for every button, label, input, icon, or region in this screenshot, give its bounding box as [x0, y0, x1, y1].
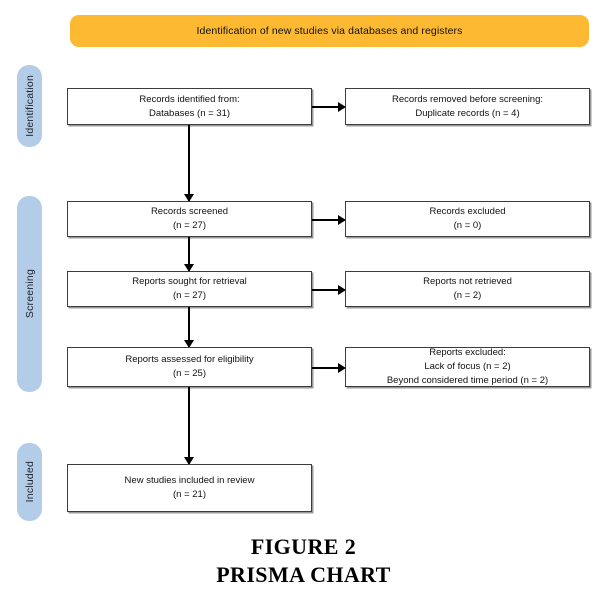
box-reports-assessed: Reports assessed for eligibility (n = 25… — [67, 347, 312, 387]
arrow-identified-to-screened — [188, 125, 190, 201]
arrow-screened-to-excluded — [312, 219, 338, 221]
figure-caption-line2: PRISMA CHART — [216, 561, 391, 587]
arrow-screened-to-sought — [188, 237, 190, 271]
box-reports-not-retrieved-line1: Reports not retrieved — [423, 276, 512, 288]
box-reports-assessed-line2: (n = 25) — [172, 368, 206, 379]
box-reports-not-retrieved: Reports not retrieved (n = 2) — [345, 271, 590, 307]
box-records-identified: Records identified from: Databases (n = … — [67, 88, 312, 125]
box-reports-excluded-line1: Reports excluded: — [429, 347, 506, 359]
stage-label-included: Included — [17, 443, 42, 521]
box-records-removed: Records removed before screening: Duplic… — [345, 88, 590, 125]
figure-caption-line1: FIGURE 2 — [250, 534, 357, 559]
box-records-excluded-line2: (n = 0) — [453, 220, 482, 231]
box-records-excluded-line1: Records excluded — [429, 206, 506, 218]
arrow-sought-to-not-retrieved — [312, 289, 338, 291]
box-records-screened-line2: (n = 27) — [172, 220, 206, 231]
box-reports-excluded-line2: Lack of focus (n = 2) — [424, 361, 511, 373]
box-reports-excluded-line3: Beyond considered time period (n = 2) — [386, 374, 549, 386]
box-new-studies-included-line2: (n = 21) — [172, 489, 206, 500]
box-records-removed-line1: Records removed before screening: — [391, 93, 544, 105]
box-records-screened-line1: Records screened — [150, 206, 229, 218]
box-records-identified-line1: Records identified from: — [139, 93, 240, 105]
arrow-identified-to-removed — [312, 106, 338, 108]
box-reports-assessed-line1: Reports assessed for eligibility — [125, 354, 254, 366]
box-records-identified-line2: Databases (n = 31) — [148, 107, 231, 119]
box-new-studies-included: New studies included in review (n = 21) — [67, 464, 312, 512]
identification-banner-label: Identification of new studies via databa… — [196, 25, 463, 37]
box-reports-excluded: Reports excluded: Lack of focus (n = 2) … — [345, 347, 590, 387]
box-records-screened: Records screened (n = 27) — [67, 201, 312, 237]
stage-label-included-text: Included — [23, 461, 36, 503]
box-records-removed-line2: Duplicate records (n = 4) — [415, 107, 520, 119]
stage-label-screening-text: Screening — [23, 269, 36, 319]
stage-label-identification: Identification — [17, 65, 42, 147]
arrow-assessed-to-included — [188, 387, 190, 464]
box-new-studies-included-line1: New studies included in review — [124, 475, 255, 487]
stage-label-screening: Screening — [17, 196, 42, 392]
box-reports-sought-line2: (n = 27) — [172, 290, 206, 301]
stage-label-identification-text: Identification — [23, 75, 36, 137]
arrow-assessed-to-reports-excluded — [312, 367, 338, 369]
box-reports-not-retrieved-line2: (n = 2) — [453, 290, 482, 301]
arrow-sought-to-assessed — [188, 307, 190, 347]
box-reports-sought: Reports sought for retrieval (n = 27) — [67, 271, 312, 307]
identification-banner: Identification of new studies via databa… — [70, 15, 589, 47]
figure-caption: FIGURE 2 PRISMA CHART — [0, 533, 607, 589]
box-reports-sought-line1: Reports sought for retrieval — [132, 276, 247, 288]
box-records-excluded: Records excluded (n = 0) — [345, 201, 590, 237]
